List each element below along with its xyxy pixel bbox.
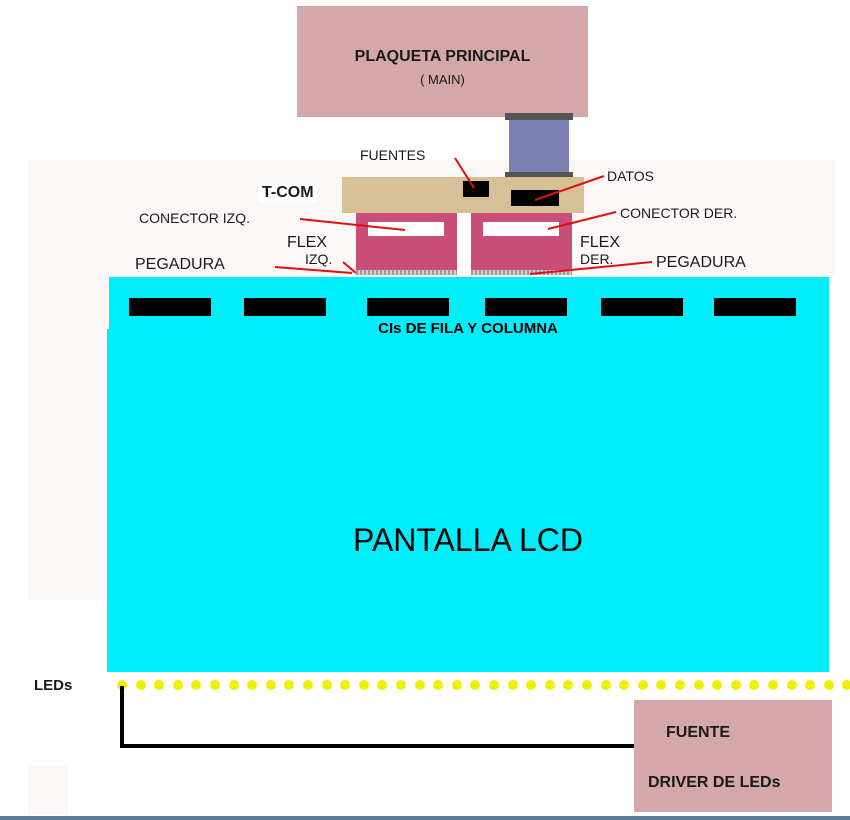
driver-label-fuente: FUENTE (666, 724, 730, 741)
led-dot (210, 680, 220, 690)
led-dot (303, 680, 313, 690)
ics-label: CIs DE FILA Y COLUMNA (378, 320, 558, 337)
led-dot (321, 680, 332, 690)
flex-izq-label-2: IZQ. (305, 251, 333, 267)
led-dot (582, 680, 592, 690)
leds-label: LEDs (34, 677, 73, 694)
led-dot (470, 680, 481, 690)
led-dot (340, 680, 351, 690)
cable-connector-top (505, 113, 573, 120)
datos-label: DATOS (607, 168, 654, 184)
led-dot (265, 680, 276, 690)
main-board (297, 6, 588, 117)
led-dot (451, 680, 462, 690)
led-dot (563, 680, 574, 690)
led-dot (600, 680, 611, 690)
led-dot (675, 680, 685, 690)
led-dot (135, 680, 146, 690)
glue-right (471, 270, 572, 275)
led-wire-vertical (120, 686, 124, 748)
lcd-panel (107, 329, 829, 672)
flex-der-label-2: DER. (580, 251, 614, 267)
background-panel-left (28, 160, 108, 600)
led-dot (730, 680, 741, 690)
lcd-top-strip (109, 277, 829, 329)
main-board-title: PLAQUETA PRINCIPAL (354, 48, 531, 65)
led-wire-horizontal (120, 744, 637, 748)
led-dot (377, 680, 388, 690)
connector-right (483, 222, 559, 236)
led-dot (172, 680, 183, 690)
background-panel-bottom (28, 765, 68, 815)
led-dot (247, 680, 258, 690)
main-board-subtitle: ( MAIN) (420, 72, 465, 87)
ic-chip (367, 298, 449, 316)
ic-chip (714, 298, 796, 316)
flex-gap (457, 213, 471, 275)
pegadura-der-label: PEGADURA (656, 254, 746, 271)
led-dot (712, 680, 723, 690)
fuentes-chip (463, 181, 489, 197)
led-dot (358, 680, 369, 690)
led-dot (414, 680, 425, 690)
led-dot (526, 680, 537, 690)
led-dot (191, 680, 202, 690)
led-dot (396, 680, 406, 690)
tcom-label: T-COM (258, 184, 318, 202)
led-dot (768, 680, 778, 690)
ribbon-cable (509, 117, 569, 177)
ic-chip (244, 298, 326, 316)
lcd-label: PANTALLA LCD (352, 522, 583, 558)
led-dot (656, 680, 667, 690)
led-dot (507, 680, 518, 690)
ic-chip (601, 298, 683, 316)
led-dot (228, 680, 239, 690)
led-dot (842, 680, 850, 690)
led-dot (284, 680, 295, 690)
ic-chip (485, 298, 567, 316)
led-dot (619, 680, 630, 690)
led-dot (433, 680, 444, 690)
pegadura-izq-label: PEGADURA (135, 256, 225, 273)
led-driver-board (634, 700, 832, 812)
led-dot (544, 680, 555, 690)
flex-izq-label-1: FLEX (287, 234, 328, 251)
flex-der-label-1: FLEX (580, 234, 621, 251)
fuentes-label: FUENTES (360, 147, 426, 163)
led-dot (749, 680, 760, 690)
conector-der-label: CONECTOR DER. (620, 205, 738, 221)
led-dot (154, 680, 165, 690)
conector-izq-label: CONECTOR IZQ. (139, 210, 250, 226)
led-dot (117, 680, 127, 690)
led-dot (637, 680, 648, 690)
led-dot (823, 680, 834, 690)
ic-chip (129, 298, 211, 316)
led-dot (805, 680, 816, 690)
datos-chip (511, 190, 559, 206)
led-dot (489, 680, 499, 690)
glue-left (356, 270, 457, 275)
led-dot (693, 680, 704, 690)
led-dot (786, 680, 797, 690)
bottom-border (0, 816, 850, 820)
driver-label-driver: DRIVER DE LEDs (648, 774, 781, 791)
connector-left (368, 222, 444, 236)
